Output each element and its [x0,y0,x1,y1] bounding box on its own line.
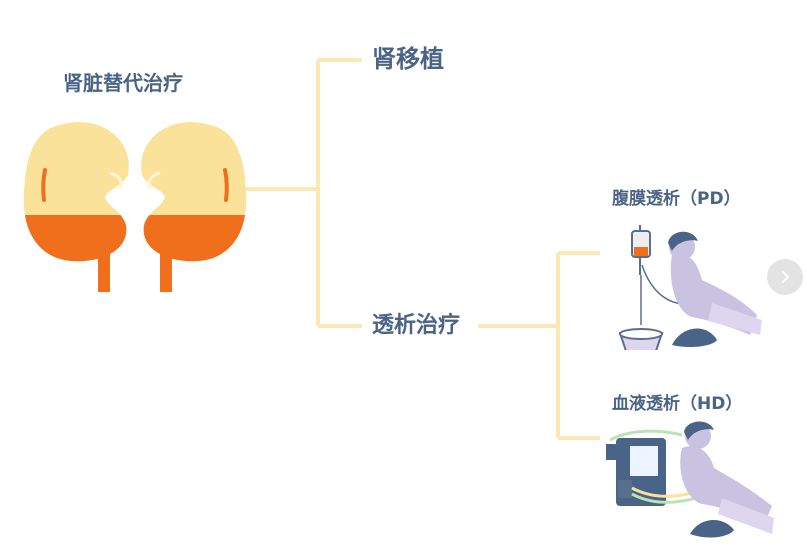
hemodialysis-patient-icon [606,421,774,538]
dialysis-label: 透析治疗 [372,313,461,338]
peritoneal-dialysis-label: 腹膜透析（PD） [612,189,741,209]
chevron-right-icon [782,271,789,283]
peritoneal-dialysis-patient-icon [618,225,762,350]
root-label: 肾脏替代治疗 [63,71,183,95]
next-button[interactable] [767,259,803,295]
transplant-label: 肾移植 [372,45,444,73]
kidneys-icon [23,122,247,292]
hemodialysis-label: 血液透析（HD） [612,394,743,414]
